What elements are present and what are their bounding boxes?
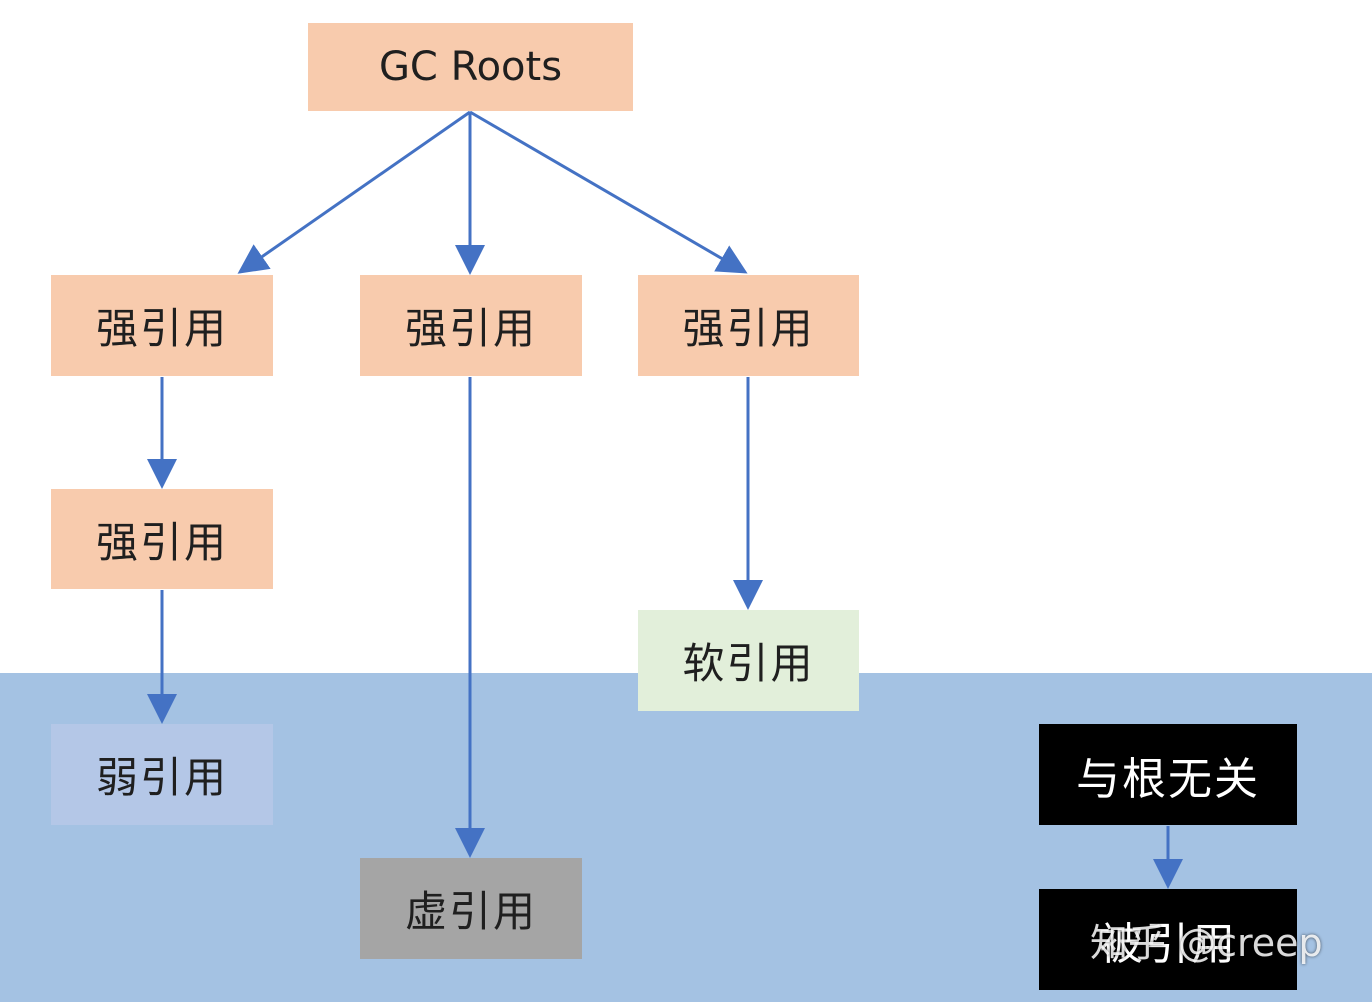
strong-reference-node: 强引用 <box>51 275 273 376</box>
strong-reference-node: 强引用 <box>51 489 273 589</box>
weak-reference-node: 弱引用 <box>51 724 273 825</box>
watermark: 知乎 @creep <box>1090 921 1323 965</box>
phantom-reference-node: 虚引用 <box>360 858 582 959</box>
referenced-node: 被引用 <box>1039 889 1297 990</box>
soft-reference-node: 软引用 <box>638 610 859 711</box>
unrelated-to-root-node: 与根无关 <box>1039 724 1297 825</box>
gc-roots-node: GC Roots <box>308 23 633 111</box>
strong-reference-node: 强引用 <box>638 275 859 376</box>
strong-reference-node: 强引用 <box>360 275 582 376</box>
arrow-root-to-strong-1 <box>237 110 471 274</box>
arrow-root-to-strong-3 <box>469 110 748 274</box>
